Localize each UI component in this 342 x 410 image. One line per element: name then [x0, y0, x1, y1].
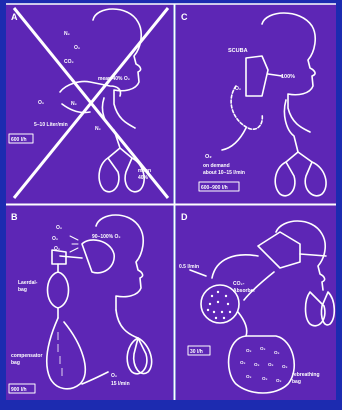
label-c-percent: 100%	[281, 74, 295, 80]
label-b-laerdal-1: Laerdal-	[18, 280, 38, 286]
label-d-absorber-2: Absorber	[233, 288, 255, 294]
label-d-absorber-1: CO₂-	[233, 281, 245, 287]
bag-o2-3: O₂	[274, 350, 280, 355]
label-a-co2: CO₂	[64, 59, 74, 65]
label-b-laerdal-2: bag	[18, 287, 27, 293]
label-a-n2-top: N₂	[64, 31, 70, 37]
label-c-on-demand-1: on demand	[203, 163, 230, 169]
label-c-box: 600–900 l/h	[201, 185, 228, 191]
bag-o2-7: O₂	[282, 364, 288, 369]
bag-o2-8: O₂	[246, 374, 252, 379]
label-a-flow: 5–10 Liter/min	[34, 122, 68, 128]
bag-o2-2: O₂	[260, 346, 266, 351]
label-a-o2-left: O₂	[38, 100, 44, 106]
panel-c-letter: C	[181, 12, 188, 22]
label-b-compensator-1: compensator	[11, 353, 42, 359]
panel-b-letter: B	[11, 212, 18, 222]
panel-c	[176, 4, 336, 204]
label-a-box: 600 l/h	[11, 137, 27, 143]
label-b-flow-value: 15 l/min	[111, 381, 130, 387]
bag-o2-9: O₂	[262, 376, 268, 381]
label-c-on-demand-2: about 10–15 l/min	[203, 170, 245, 176]
label-a-n2-bottom: N₂	[95, 126, 101, 132]
label-b-o2-1: O₂	[56, 225, 62, 231]
label-a-mean-o2: mean 40% O₂	[98, 76, 130, 82]
label-a-mean-bag-1: mean	[138, 168, 151, 174]
panel-b	[6, 205, 173, 400]
label-c-o2-inlet: O₂	[205, 154, 212, 160]
label-c-scuba: SCUBA	[228, 48, 248, 54]
panel-d	[176, 205, 336, 400]
label-b-o2-flow: O₂	[111, 373, 117, 379]
label-a-o2-top: O₂	[74, 45, 80, 51]
bag-o2-10: O₂	[276, 378, 282, 383]
label-d-flow: 0.5 l/min	[179, 264, 199, 270]
label-d-box: 30 l/h	[190, 349, 203, 355]
panel-a-letter: A	[11, 12, 18, 22]
label-b-o2-2: O₂	[52, 236, 58, 242]
label-a-n2-left: N₂	[71, 101, 77, 107]
label-c-o2-side: O₂	[235, 86, 241, 92]
bag-o2-1: O₂	[246, 348, 252, 353]
label-b-box: 900 l/h	[11, 387, 27, 393]
panel-d-letter: D	[181, 212, 188, 222]
label-d-rebreathing-1: rebreathing	[292, 372, 320, 378]
label-d-rebreathing-2: bag	[292, 379, 301, 385]
label-b-o2-3: O₂	[54, 246, 60, 252]
bag-o2-6: O₂	[268, 362, 274, 367]
bag-o2-4: O₂	[240, 360, 246, 365]
label-b-o2-range: 90–100% O₂	[92, 234, 121, 240]
bag-o2-5: O₂	[254, 362, 260, 367]
label-a-mean-bag-2: 40%	[138, 175, 149, 181]
label-b-compensator-2: bag	[11, 360, 20, 366]
